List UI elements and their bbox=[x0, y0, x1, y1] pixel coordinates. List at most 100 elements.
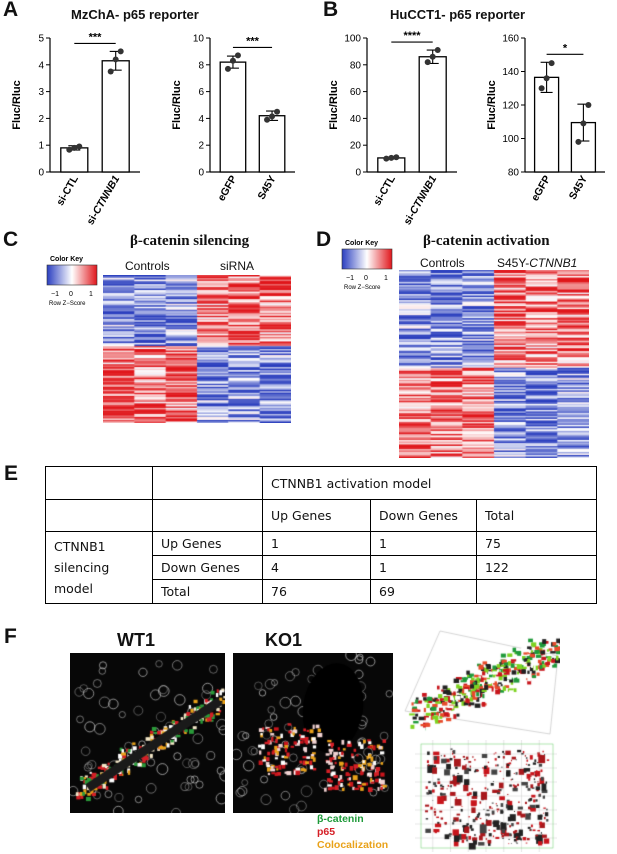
panel-e-label: E bbox=[4, 462, 19, 485]
table-col-total: Total bbox=[475, 499, 598, 532]
table-cell: 122 bbox=[475, 555, 598, 580]
y-tick-label: 80 bbox=[508, 168, 520, 179]
bar bbox=[219, 61, 247, 173]
x-category-label: S45Y bbox=[255, 174, 278, 202]
table-empty-cell bbox=[152, 499, 263, 532]
data-point bbox=[66, 146, 73, 153]
color-key-d-tick-high: 1 bbox=[384, 275, 388, 282]
color-key-c-tick-high: 1 bbox=[89, 291, 93, 298]
color-key-c-axis-label: Row Z−Score bbox=[49, 301, 86, 307]
table-row-down: Down Genes bbox=[152, 555, 263, 580]
data-point bbox=[388, 154, 395, 161]
y-axis-label: Fluc/Rluc bbox=[11, 80, 23, 130]
heatmap-c bbox=[103, 275, 291, 423]
panel-f-wt-title: WT1 bbox=[117, 630, 155, 650]
y-tick-label: 100 bbox=[502, 134, 519, 145]
y-tick-label: 100 bbox=[344, 34, 361, 45]
color-key-c-tick-mid: 0 bbox=[69, 291, 73, 298]
x-category-label-text: si- bbox=[84, 210, 101, 227]
x-category-label-text: si- bbox=[401, 210, 418, 227]
heatmap-d bbox=[399, 270, 589, 458]
x-category-label: S45Y bbox=[567, 174, 590, 202]
y-tick-label: 8 bbox=[198, 60, 204, 71]
table-header-activation: CTNNB1 activation model bbox=[261, 466, 598, 500]
microscopy-wt1-image bbox=[70, 653, 225, 813]
y-tick-label: 80 bbox=[350, 60, 362, 71]
table-cell: 75 bbox=[475, 531, 598, 556]
panel-d-group-s45y-prefix: S45Y- bbox=[497, 256, 530, 270]
significance-stars: *** bbox=[89, 31, 103, 43]
table-cell: 1 bbox=[370, 531, 477, 556]
microscopy-ko1-image bbox=[233, 653, 393, 813]
color-key-c: Color Key −1 0 1 Row Z−Score bbox=[46, 256, 98, 307]
x-category-label: si-CTL bbox=[54, 173, 81, 208]
table-cell: 76 bbox=[262, 579, 371, 604]
data-point bbox=[264, 116, 271, 123]
bar bbox=[533, 76, 560, 173]
panel-c-group-controls: Controls bbox=[125, 259, 170, 273]
panel-d-title: β-catenin activation bbox=[423, 233, 550, 249]
legend-colocalization: Colocalization bbox=[317, 839, 389, 851]
panel-a-label: A bbox=[3, 0, 19, 21]
xy-projection-image bbox=[415, 740, 557, 852]
data-point bbox=[234, 52, 241, 59]
table-cell: 69 bbox=[370, 579, 477, 604]
panel-d-group-s45y-gene: CTNNB1 bbox=[529, 256, 578, 270]
data-point bbox=[543, 75, 550, 82]
x-category-label: eGFP bbox=[215, 174, 239, 204]
bar bbox=[258, 115, 286, 173]
panel-f-ko-title: KO1 bbox=[265, 630, 303, 650]
y-tick-label: 5 bbox=[38, 34, 44, 45]
data-point bbox=[548, 60, 555, 67]
color-key-c-gradient bbox=[46, 264, 98, 286]
legend-beta-catenin: β-catenin bbox=[317, 813, 364, 825]
y-tick-label: 0 bbox=[198, 168, 204, 179]
data-point bbox=[71, 144, 78, 151]
data-point bbox=[229, 57, 236, 64]
y-tick-label: 140 bbox=[502, 67, 519, 78]
panel-b-title: HuCCT1- p65 reporter bbox=[390, 7, 526, 22]
panel-d-group-s45y: S45Y-CTNNB1 bbox=[497, 256, 577, 270]
data-point bbox=[424, 59, 431, 66]
bar bbox=[418, 56, 447, 173]
panel-c-title: β-catenin silencing bbox=[130, 233, 250, 249]
color-key-c-title: Color Key bbox=[50, 256, 83, 263]
data-point bbox=[117, 48, 124, 55]
y-tick-label: 2 bbox=[38, 114, 44, 125]
y-tick-label: 20 bbox=[350, 141, 362, 152]
y-tick-label: 4 bbox=[198, 114, 204, 125]
data-point bbox=[76, 143, 83, 150]
bar bbox=[60, 147, 89, 173]
table-corner-cell bbox=[45, 466, 153, 500]
data-point bbox=[434, 47, 441, 54]
table-corner-cell bbox=[152, 466, 263, 500]
y-tick-label: 60 bbox=[350, 87, 362, 98]
data-point bbox=[393, 154, 400, 161]
significance-stars: * bbox=[563, 42, 568, 54]
3d-render-image bbox=[400, 626, 560, 736]
y-tick-label: 2 bbox=[198, 141, 204, 152]
table-cell: 4 bbox=[262, 555, 371, 580]
table-row-group-label: CTNNB1 silencing model bbox=[54, 539, 110, 596]
x-category-label-italic: CTNNB1 bbox=[408, 173, 440, 216]
panel-b-label: B bbox=[323, 0, 339, 21]
data-point bbox=[575, 138, 582, 145]
table-cell bbox=[475, 579, 598, 604]
data-point bbox=[580, 120, 587, 127]
y-tick-label: 10 bbox=[193, 34, 205, 45]
y-axis-label: Fluc/Rluc bbox=[328, 80, 340, 130]
data-point bbox=[585, 102, 592, 108]
table-cell: 1 bbox=[370, 555, 477, 580]
significance-stars: **** bbox=[403, 30, 421, 42]
x-category-label: si-CTNNB1 bbox=[84, 173, 122, 227]
y-axis-label: Fluc/Rluc bbox=[486, 80, 498, 130]
color-key-d-title: Color Key bbox=[345, 240, 378, 247]
panel-d-group-controls: Controls bbox=[420, 256, 465, 270]
legend-p65: p65 bbox=[317, 826, 336, 838]
color-key-d-gradient bbox=[341, 248, 393, 270]
